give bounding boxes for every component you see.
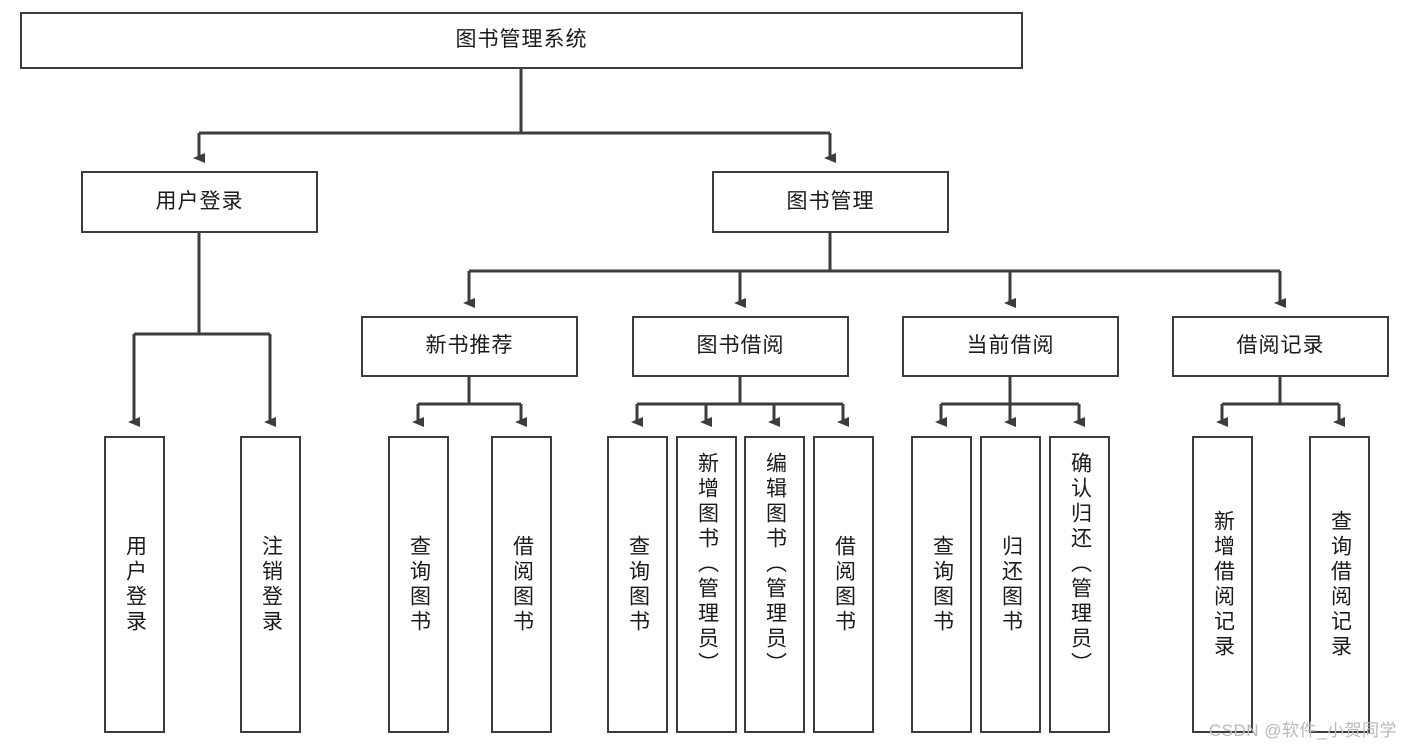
leaf-user-login-signout[interactable]: 注销登录 — [240, 436, 301, 733]
leaf-label: 查询图书 — [930, 534, 954, 635]
leaf-label: 归还图书 — [999, 534, 1023, 635]
leaf-label: 注销登录 — [259, 534, 283, 635]
leaf-borrow-record-query[interactable]: 查询借阅记录 — [1309, 436, 1370, 733]
leaf-label: 查询图书 — [407, 534, 431, 635]
leaf-label: 查询借阅记录 — [1328, 509, 1352, 660]
leaf-current-borrow-confirm-return[interactable]: 确认归还（管理员） — [1049, 436, 1110, 733]
leaf-label: 借阅图书 — [832, 534, 856, 635]
node-book-management[interactable]: 图书管理 — [712, 171, 949, 233]
leaf-book-borrow-borrow[interactable]: 借阅图书 — [813, 436, 874, 733]
node-book-management-label: 图书管理 — [786, 189, 875, 213]
node-book-borrow[interactable]: 图书借阅 — [632, 316, 849, 377]
node-root[interactable]: 图书管理系统 — [20, 12, 1023, 69]
leaf-label: 编辑图书（管理员） — [763, 452, 787, 677]
node-root-label: 图书管理系统 — [455, 28, 588, 52]
node-borrow-record-label: 借阅记录 — [1236, 334, 1325, 358]
leaf-label: 用户登录 — [123, 534, 147, 635]
leaf-current-borrow-return[interactable]: 归还图书 — [980, 436, 1041, 733]
leaf-book-borrow-edit[interactable]: 编辑图书（管理员） — [744, 436, 805, 733]
leaf-book-borrow-query[interactable]: 查询图书 — [607, 436, 668, 733]
leaf-user-login-signin[interactable]: 用户登录 — [104, 436, 165, 733]
leaf-label: 查询图书 — [626, 534, 650, 635]
leaf-label: 借阅图书 — [510, 534, 534, 635]
leaf-borrow-record-add[interactable]: 新增借阅记录 — [1192, 436, 1253, 733]
node-user-login-label: 用户登录 — [155, 189, 244, 213]
leaf-label: 确认归还（管理员） — [1068, 452, 1092, 677]
leaf-label: 新增图书（管理员） — [695, 452, 719, 677]
node-current-borrow[interactable]: 当前借阅 — [902, 316, 1119, 377]
leaf-book-borrow-add[interactable]: 新增图书（管理员） — [676, 436, 737, 733]
node-borrow-record[interactable]: 借阅记录 — [1172, 316, 1389, 377]
node-new-book-recommend-label: 新书推荐 — [425, 334, 514, 358]
node-new-book-recommend[interactable]: 新书推荐 — [361, 316, 578, 377]
leaf-current-borrow-query[interactable]: 查询图书 — [911, 436, 972, 733]
leaf-label: 新增借阅记录 — [1211, 509, 1235, 660]
leaf-new-book-query[interactable]: 查询图书 — [388, 436, 449, 733]
node-current-borrow-label: 当前借阅 — [966, 334, 1055, 358]
node-book-borrow-label: 图书借阅 — [696, 334, 785, 358]
leaf-new-book-borrow[interactable]: 借阅图书 — [491, 436, 552, 733]
node-user-login[interactable]: 用户登录 — [81, 171, 318, 233]
watermark: CSDN @软件_小贺同学 — [1208, 721, 1397, 740]
